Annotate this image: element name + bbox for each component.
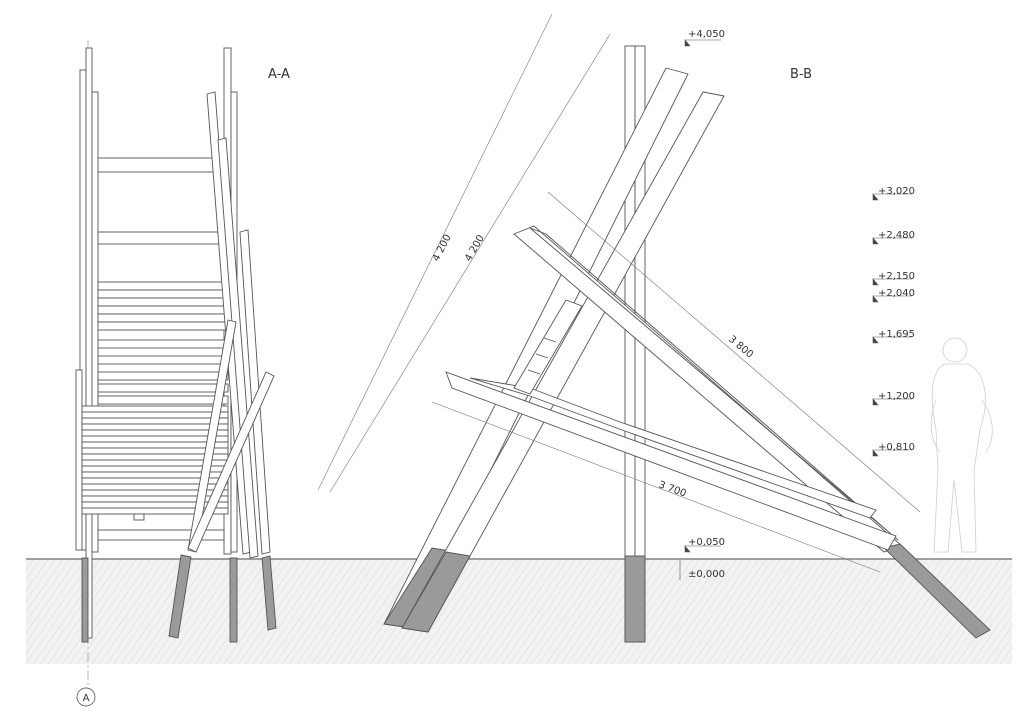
section-bb-title: B-B — [790, 67, 812, 82]
ground — [26, 558, 1012, 664]
elevation-label-6: +1,200 — [878, 391, 915, 402]
elevation-label-5: +1,695 — [878, 329, 915, 340]
section-aa-title: A-A — [268, 67, 290, 82]
elevation-label-2: +2,480 — [878, 230, 915, 241]
section-aa — [75, 40, 277, 707]
elevation-label-7: +0,810 — [878, 442, 915, 453]
elevation-label-9: ±0,000 — [688, 569, 725, 580]
human-figure-icon — [930, 337, 993, 553]
dim-label-4: 3 700 — [657, 479, 688, 499]
dim-label-3: 3 800 — [726, 334, 755, 361]
dim-label-1: 4 200 — [431, 233, 454, 264]
elevation-label-4: +2,040 — [878, 288, 915, 299]
elevation-markers — [679, 39, 912, 580]
section-bb — [383, 45, 991, 643]
elevation-label-8: +0,050 — [688, 537, 725, 548]
slats — [75, 281, 229, 551]
dimension-lines — [317, 13, 921, 573]
axis-marker-label: A — [83, 693, 90, 704]
elevation-label-3: +2,150 — [878, 271, 915, 282]
elevation-label-1: +3,020 — [878, 186, 915, 197]
dim-label-2: 4 200 — [463, 233, 487, 263]
seat-slats — [469, 377, 877, 519]
elevation-label-0: +4,050 — [688, 29, 725, 40]
